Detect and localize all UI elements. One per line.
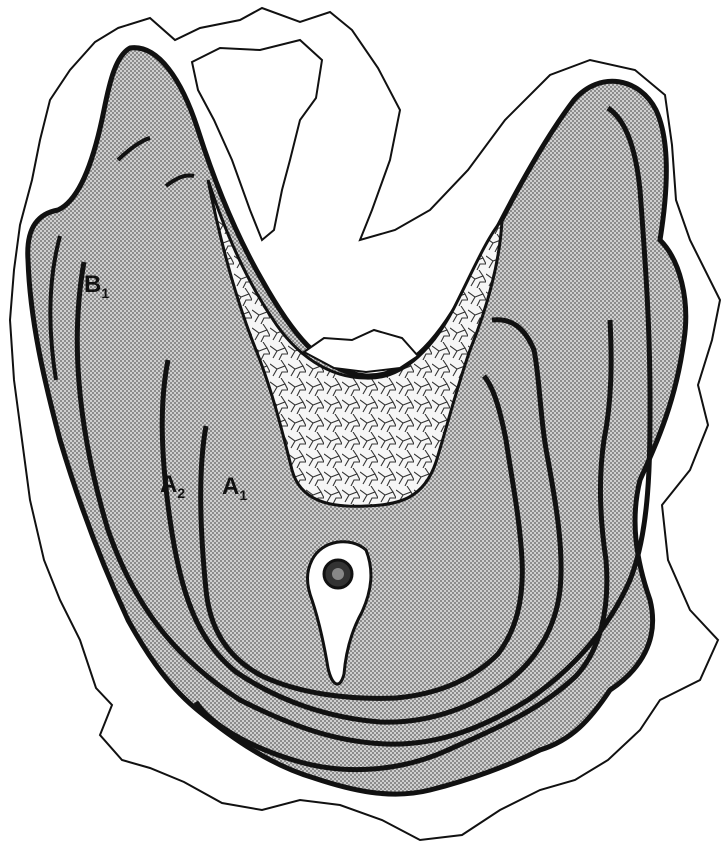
pulp-core-inner xyxy=(332,568,344,580)
label-a1-sub: 1 xyxy=(239,487,247,503)
label-a2-main: A xyxy=(160,471,177,498)
label-a2-sub: 2 xyxy=(177,485,185,501)
label-a1-main: A xyxy=(222,473,239,500)
label-b1-main: B xyxy=(84,271,101,298)
label-b1-sub: 1 xyxy=(101,285,109,301)
